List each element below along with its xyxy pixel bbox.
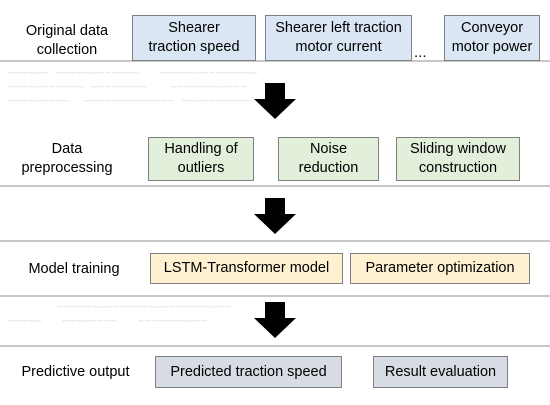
stage-label-predictive-output: Predictive output xyxy=(21,364,130,380)
separator-2 xyxy=(0,185,550,187)
box-conveyor-motor-power: Conveyor motor power xyxy=(444,15,540,61)
stage-label-model-training: Model training xyxy=(28,261,120,277)
box-noise-reduction: Noise reduction xyxy=(278,137,379,181)
ellipsis: ... xyxy=(414,44,427,61)
down-arrow-3 xyxy=(254,302,296,338)
separator-1 xyxy=(0,60,550,62)
box-left-traction-motor-current: Shearer left traction motor current xyxy=(265,15,412,61)
box-sliding-window-construction: Sliding window construction xyxy=(396,137,520,181)
ghost-text-top: ~~~~~~ ~~~~~~~~~~~~ ~~~~~~~~~~~~~~ ~~~~~… xyxy=(6,66,258,108)
separator-5 xyxy=(0,345,550,347)
down-arrow-1 xyxy=(254,83,296,119)
stage-label-data-preprocessing: Data preprocessing xyxy=(21,141,113,176)
box-shearer-traction-speed: Shearer traction speed xyxy=(132,15,256,61)
box-predicted-traction-speed: Predicted traction speed xyxy=(155,356,342,388)
box-lstm-transformer-model: LSTM-Transformer model xyxy=(150,253,343,284)
separator-3 xyxy=(0,240,550,242)
ghost-text-middle: ~~~~~~~~~~~~~~~~~~~~~~~~~ ~~~~~ ~~~~~~~~… xyxy=(6,300,232,328)
separator-4 xyxy=(0,295,550,297)
box-handling-of-outliers: Handling of outliers xyxy=(148,137,254,181)
stage-label-data-collection: Original data collection xyxy=(25,23,109,58)
box-result-evaluation: Result evaluation xyxy=(373,356,508,388)
down-arrow-2 xyxy=(254,198,296,234)
box-parameter-optimization: Parameter optimization xyxy=(350,253,530,284)
